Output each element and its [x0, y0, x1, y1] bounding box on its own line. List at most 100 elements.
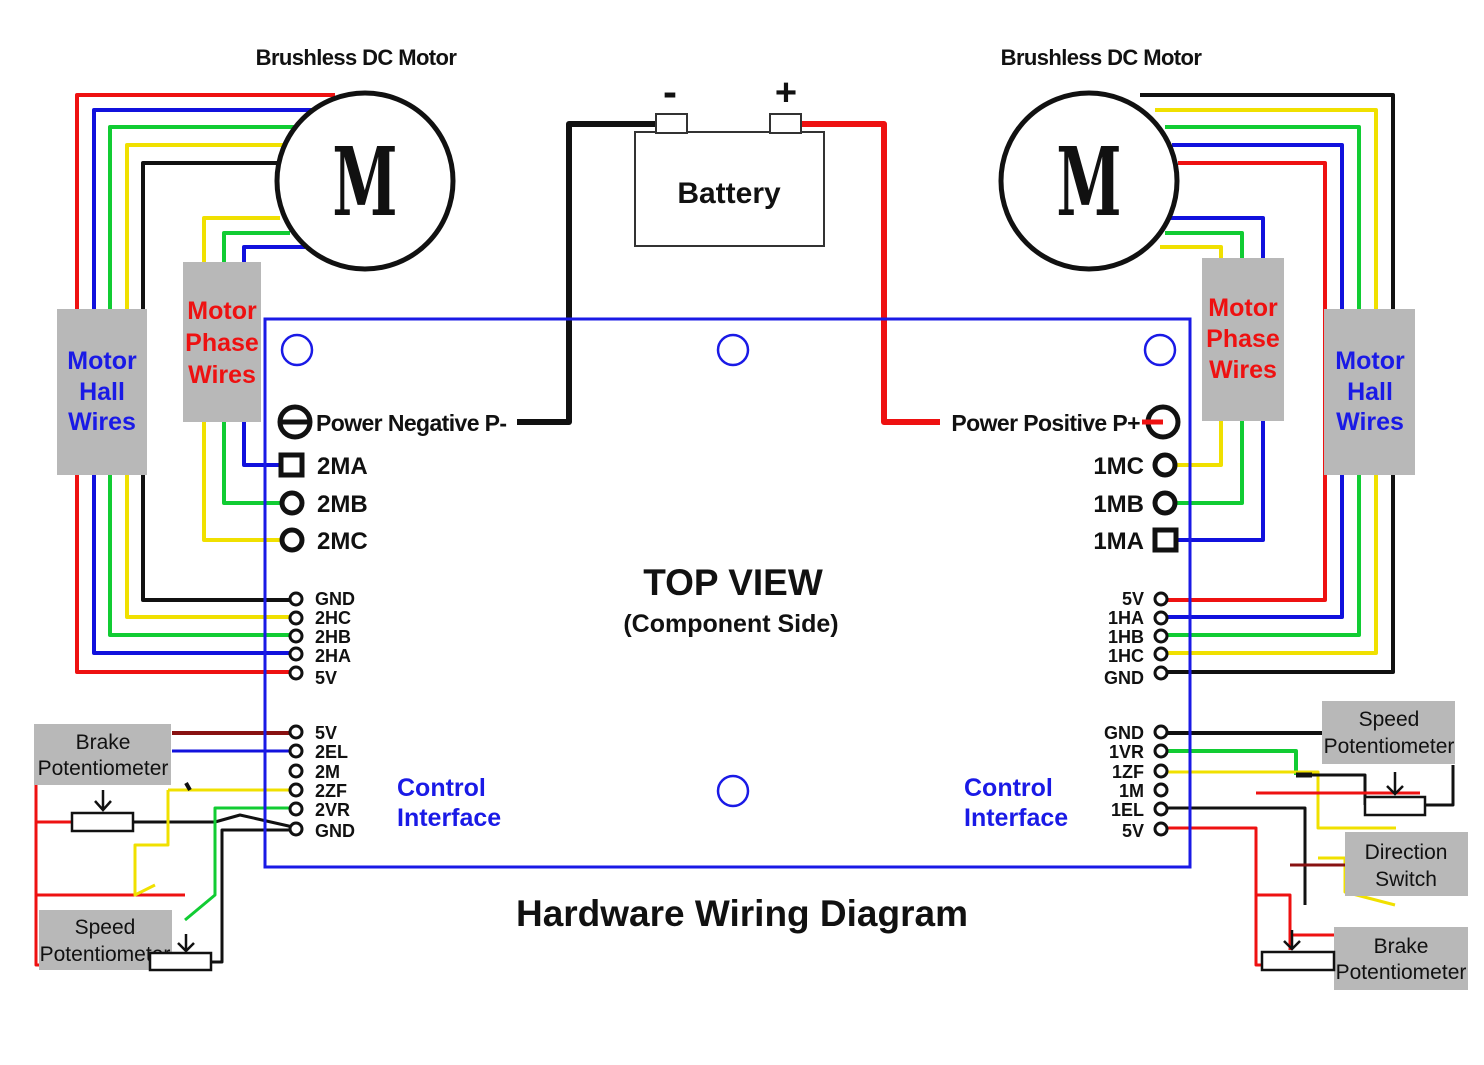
brake-potentiometer-right: Brake Potentiometer	[1260, 927, 1468, 990]
phase-label-2mb: 2MB	[317, 491, 368, 518]
board-subtitle: (Component Side)	[623, 610, 838, 638]
hall-label-right-1hb: 1HB	[1108, 627, 1144, 647]
speed-left-line1: Speed	[75, 916, 136, 939]
hall-pins-right	[1153, 591, 1169, 681]
ctrl-label-left-2m: 2M	[315, 762, 340, 782]
phase-label-1mb: 1MB	[1093, 491, 1144, 518]
speed-right-line2: Potentiometer	[1324, 735, 1455, 758]
ctrl-label-right-gnd: GND	[1104, 723, 1144, 743]
hall-label-left-5v: 5V	[315, 668, 337, 688]
direction-right-line1: Direction	[1365, 841, 1448, 864]
wire-left-ctrl-brake-black	[133, 813, 294, 829]
ctrl-label-left-5v: 5V	[315, 723, 337, 743]
label-box-phase-right: Motor Phase Wires	[1202, 258, 1284, 421]
phase-label-1ma: 1MA	[1093, 528, 1144, 555]
brake-left-line1: Brake	[76, 731, 131, 754]
wire-left-ctrl-2vr	[184, 806, 293, 922]
hall-label-left-2hb: 2HB	[315, 627, 351, 647]
motor-right-symbol: M	[1056, 126, 1121, 238]
phase-label-2ma: 2MA	[317, 453, 368, 480]
diagram-title: Hardware Wiring Diagram	[516, 893, 968, 934]
power-positive-terminal	[1142, 404, 1181, 440]
phase-label-1mc: 1MC	[1093, 453, 1144, 480]
ctrl-label-right-1el: 1EL	[1111, 800, 1144, 820]
hall-label-right-5v: 5V	[1122, 589, 1144, 609]
battery-terminal-negative	[655, 113, 688, 134]
mount-hole-top-right	[1143, 333, 1177, 367]
potentiometer-symbol-right-speed	[1363, 772, 1427, 817]
hall-left-line1: Motor	[67, 347, 137, 375]
label-box-phase-left: Motor Phase Wires	[183, 262, 261, 422]
power-negative-label: Power Negative P-	[316, 410, 506, 436]
ctrl-label-right-1m: 1M	[1119, 781, 1144, 801]
control-interface-left-line1: Control	[397, 774, 486, 802]
terminal-1mb	[1152, 490, 1178, 516]
motor-left-heading: Brushless DC Motor	[256, 45, 458, 70]
wire-right-ctrl-1el	[1162, 806, 1307, 905]
board-outline	[263, 317, 1192, 869]
power-negative-terminal	[277, 404, 313, 440]
wire-left-ctrl-2m	[184, 782, 192, 791]
terminal-2mb	[279, 490, 305, 516]
ctrl-label-left-2zf: 2ZF	[315, 781, 347, 801]
motor-right-heading: Brushless DC Motor	[1001, 45, 1203, 70]
hall-label-right-gnd: GND	[1104, 668, 1144, 688]
battery-negative-sign: -	[663, 68, 677, 115]
direction-switch-right: Direction Switch	[1345, 832, 1468, 896]
terminal-1ma	[1152, 527, 1179, 553]
motor-left-symbol: M	[332, 126, 397, 238]
brake-right-line1: Brake	[1374, 935, 1429, 958]
brake-right-line2: Potentiometer	[1336, 961, 1467, 984]
speed-left-line2: Potentiometer	[40, 943, 171, 966]
speed-potentiometer-right: Speed Potentiometer	[1322, 701, 1455, 817]
wire-right-ctrl-5v	[1162, 826, 1262, 967]
motor-right: M	[998, 90, 1180, 272]
wire-right-ctrl-1zf	[1162, 770, 1396, 830]
phase-left-line2: Phase	[185, 329, 259, 357]
battery-label: Battery	[677, 177, 781, 210]
wire-left-ctrl-gnd	[212, 828, 293, 964]
ctrl-label-right-1vr: 1VR	[1109, 742, 1144, 762]
ctrl-label-left-2el: 2EL	[315, 742, 348, 762]
hall-right-line1: Motor	[1335, 347, 1405, 375]
terminal-2ma	[278, 452, 305, 478]
hall-left-line3: Wires	[68, 408, 136, 436]
hall-pins-left	[288, 591, 304, 681]
terminal-1mc	[1152, 452, 1178, 478]
potentiometer-symbol-right-brake	[1260, 930, 1336, 972]
wire-battery-negative	[517, 121, 672, 425]
control-pins-left	[288, 724, 304, 837]
speed-right-line1: Speed	[1359, 708, 1420, 731]
phase-right-line1: Motor	[1208, 294, 1278, 322]
wire-right-ctrl-speed-black	[1296, 765, 1455, 807]
hall-label-right-1hc: 1HC	[1108, 646, 1144, 666]
hall-label-left-2hc: 2HC	[315, 608, 351, 628]
brake-left-line2: Potentiometer	[38, 757, 169, 780]
hall-label-left-2ha: 2HA	[315, 646, 351, 666]
wire-right-ctrl-1vr	[1162, 749, 1298, 775]
mount-hole-top-left	[280, 333, 314, 367]
motor-left: M	[274, 90, 456, 272]
ctrl-label-left-gnd: GND	[315, 821, 355, 841]
phase-left-line1: Motor	[187, 297, 257, 325]
battery: Battery - +	[634, 68, 825, 247]
control-interface-left-line2: Interface	[397, 804, 501, 832]
phase-right-line2: Phase	[1206, 325, 1280, 353]
hall-right-line3: Wires	[1336, 408, 1404, 436]
power-positive-label: Power Positive P+	[951, 410, 1140, 436]
hall-label-right-1ha: 1HA	[1108, 608, 1144, 628]
potentiometer-symbol-left-speed	[148, 934, 213, 972]
board-title: TOP VIEW	[643, 562, 823, 603]
control-interface-right-line1: Control	[964, 774, 1053, 802]
direction-right-line2: Switch	[1375, 868, 1437, 891]
phase-label-2mc: 2MC	[317, 528, 368, 555]
label-box-hall-right: Motor Hall Wires	[1324, 309, 1415, 475]
label-box-hall-left: Motor Hall Wires	[57, 309, 147, 475]
battery-positive-sign: +	[775, 72, 797, 114]
phase-right-line3: Wires	[1209, 356, 1277, 384]
brake-potentiometer-left: Brake Potentiometer	[34, 724, 171, 833]
hall-label-left-gnd: GND	[315, 589, 355, 609]
wire-battery-positive	[786, 121, 940, 425]
